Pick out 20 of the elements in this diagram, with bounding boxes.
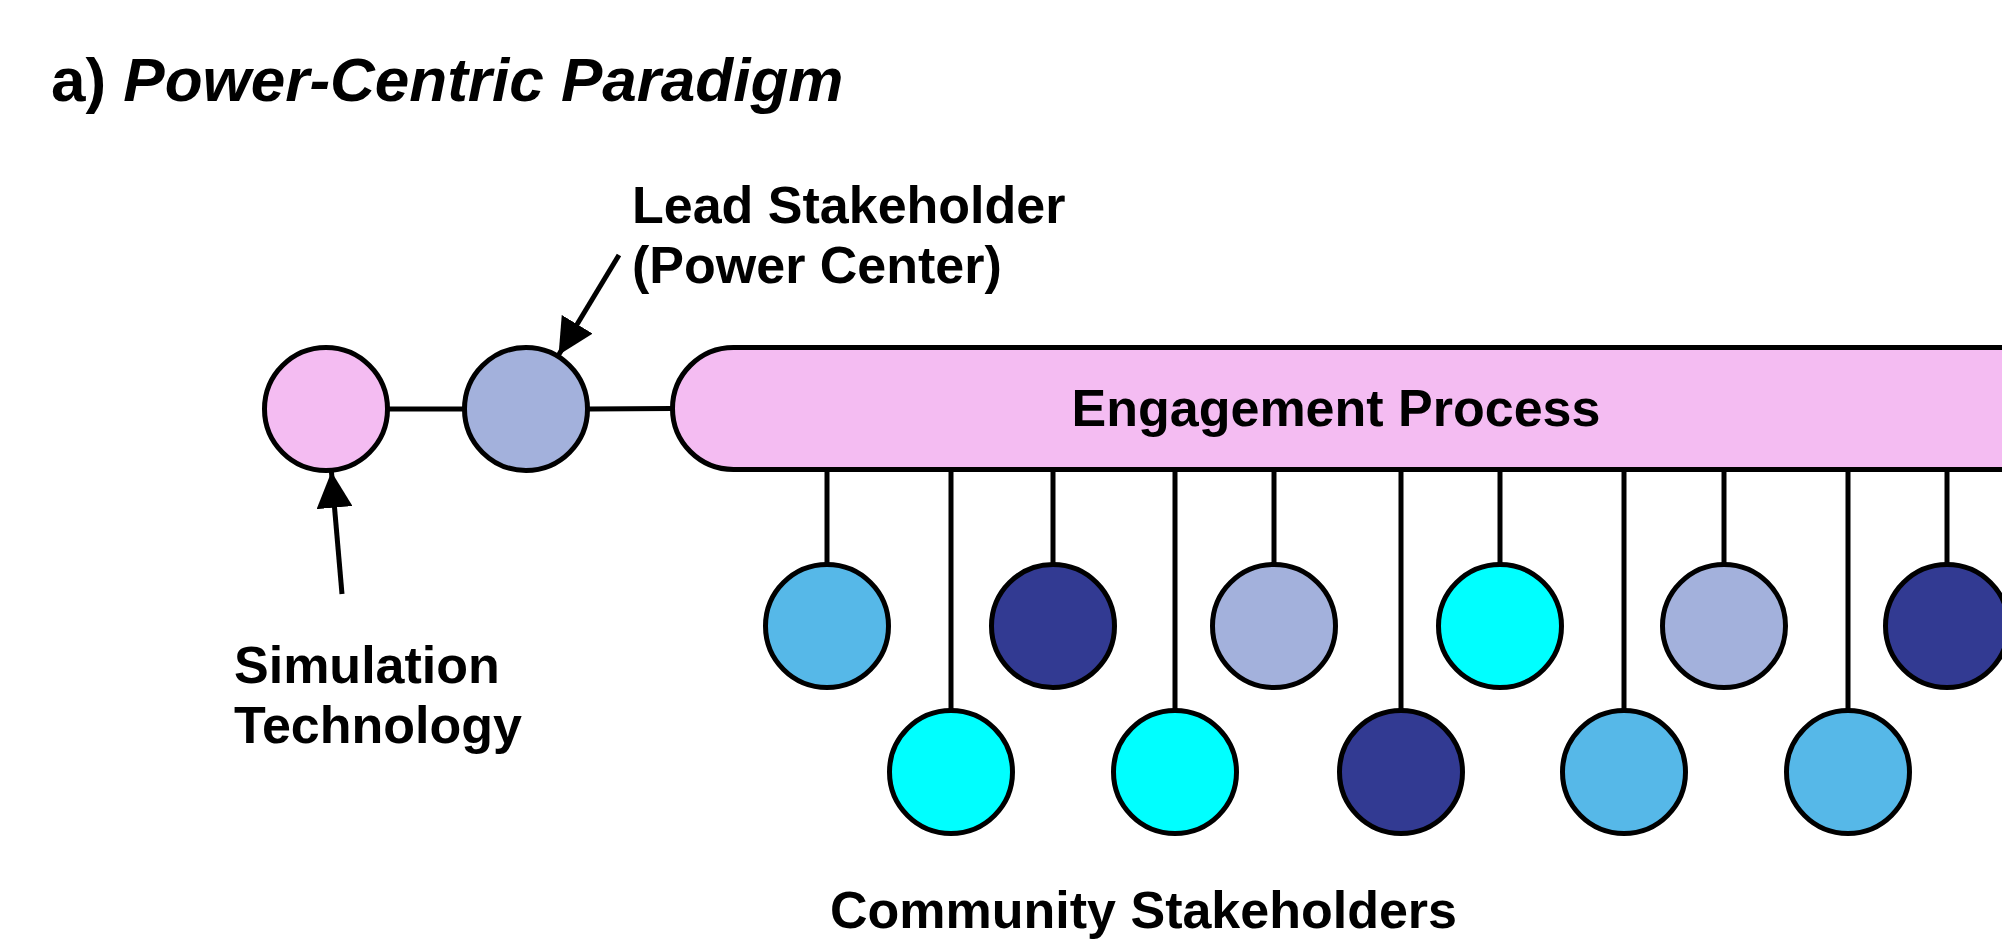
process-bar xyxy=(670,345,2002,472)
title: a) Power-Centric Paradigm xyxy=(51,44,844,116)
callout-text: Simulation Technology xyxy=(234,636,654,786)
callout-text: Lead Stakeholder (Power Center) xyxy=(632,176,1232,316)
connector-line xyxy=(1845,470,1851,710)
connector-line xyxy=(1172,470,1178,710)
connector-line xyxy=(948,470,954,710)
process-label: Engagement Process xyxy=(1071,378,1601,439)
connector-line xyxy=(1621,470,1627,710)
connector-line xyxy=(1398,470,1404,710)
connector-line xyxy=(1050,470,1056,564)
connector-line xyxy=(589,406,672,412)
connector-line xyxy=(1721,470,1727,564)
connector-line xyxy=(1944,470,1950,564)
connector-line xyxy=(824,470,830,564)
arrow xyxy=(556,253,622,357)
arrow xyxy=(316,471,353,595)
connector-line xyxy=(389,406,463,412)
connector-line xyxy=(1497,470,1503,564)
connector-line xyxy=(1271,470,1277,564)
